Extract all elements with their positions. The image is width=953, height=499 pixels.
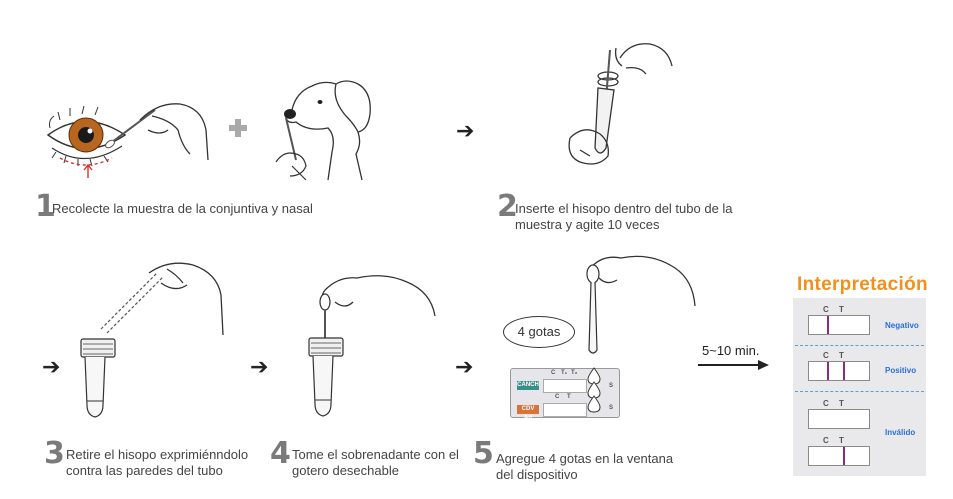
wait-time-label: 5~10 min. [702, 343, 760, 358]
step-5-caption-line1: Agregue 4 gotas en la ventana [496, 451, 674, 466]
step-4-caption-line2: gotero desechable [292, 463, 399, 478]
dropper-illustration [308, 275, 436, 417]
negative-c-line [827, 316, 829, 334]
invalid-1-c-label: C [823, 399, 829, 408]
eye-swab-illustration [46, 103, 209, 178]
negative-t-label: T [839, 305, 844, 314]
invalid-1-t-label: T [839, 399, 844, 408]
test-device: CANCH CDV Ag C T₁ T₂ C T S S [510, 368, 620, 421]
positive-strip [808, 361, 870, 381]
step-5-number: 5 [473, 436, 494, 471]
drops-bubble-text: 4 gotas [517, 324, 561, 339]
device-t-mark-bottom: T [567, 394, 571, 400]
invalid-2-t-label: T [839, 436, 844, 445]
negative-c-label: C [823, 305, 829, 314]
plus-icon [229, 119, 247, 137]
step-3-caption-line1: Retire el hisopo exprimiénndolo [66, 447, 249, 462]
wait-time-arrow [698, 360, 769, 370]
device-c-mark-top: C [551, 370, 556, 376]
step-5-caption-line2: del dispositivo [496, 467, 578, 482]
positive-t-label: T [839, 351, 844, 360]
negative-label: Negativo [885, 321, 919, 330]
negative-strip [808, 315, 870, 335]
divider-2 [795, 391, 924, 392]
device-label-top: CANCH [517, 381, 539, 390]
invalid-strip-1 [808, 409, 870, 429]
device-s-mark-bottom: S [609, 405, 614, 411]
positive-c-label: C [823, 351, 829, 360]
positive-t-line [843, 362, 845, 380]
invalid-label: Inválido [885, 428, 916, 437]
step-2-caption-line1: Inserte el hisopo dentro del tubo de la [515, 201, 733, 216]
invalid-2-c-label: C [823, 436, 829, 445]
drops-bubble: 4 gotas [503, 316, 575, 348]
step-2-caption-line2: muestra y agite 10 veces [515, 217, 660, 232]
swab-in-tube-illustration [568, 43, 673, 165]
step-1-number: 1 [35, 189, 56, 224]
device-c-mark-bottom: C [555, 394, 560, 400]
remove-swab-illustration [80, 262, 224, 418]
step-2-number: 2 [497, 189, 518, 224]
drops-icon [587, 367, 601, 413]
arrow-3-to-4: ➔ [250, 354, 269, 379]
device-window-bottom [543, 403, 587, 417]
device-s-mark-top: S [609, 383, 614, 389]
arrow-1-to-2: ➔ [456, 118, 475, 143]
step-3-number: 3 [44, 436, 65, 471]
device-t2-mark: T₂ [571, 370, 578, 376]
arrow-4-to-5: ➔ [455, 354, 474, 379]
device-label-bottom: CDV Ag [517, 405, 539, 421]
step-4-number: 4 [270, 436, 291, 471]
interpretation-title: Interpretación [797, 274, 928, 295]
positive-c-line [827, 362, 829, 380]
arrow-into-step-3: ➔ [42, 354, 61, 379]
interpretation-panel: C T Negativo C T Positivo C T Inválido C… [793, 298, 926, 476]
device-t1-mark: T₁ [561, 370, 568, 376]
step-3-caption-line2: contra las paredes del tubo [66, 463, 223, 478]
invalid-t-line [843, 447, 845, 465]
device-window-top [543, 379, 587, 393]
step-1-caption: Recolecte la muestra de la conjuntiva y … [52, 201, 313, 216]
invalid-strip-2 [808, 446, 870, 466]
positive-label: Positivo [885, 366, 917, 375]
dropper-over-device-illustration [586, 255, 696, 354]
step-4-caption-line1: Tome el sobrenadante con el [292, 447, 459, 462]
dog-nasal-swab-illustration [275, 80, 371, 181]
divider-1 [795, 345, 924, 346]
